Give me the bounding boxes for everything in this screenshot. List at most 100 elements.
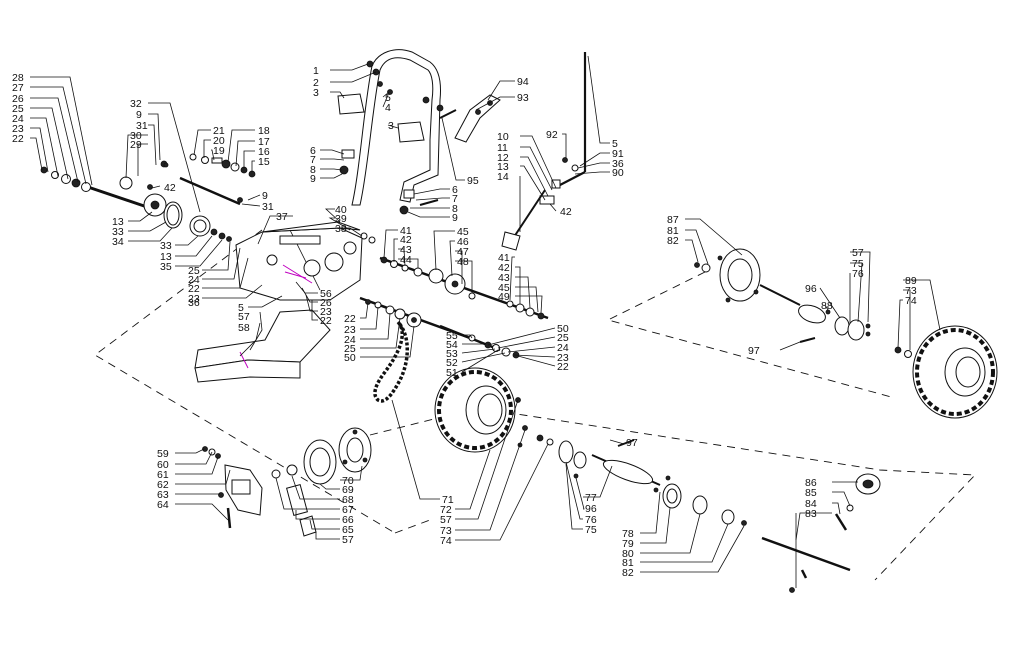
part-callout-21: 21 bbox=[213, 125, 225, 137]
part-callout-13: 13 bbox=[497, 161, 509, 173]
part-callout-4: 4 bbox=[385, 102, 391, 114]
part-callout-40: 40 bbox=[335, 204, 347, 216]
part-callout-26: 26 bbox=[320, 297, 332, 309]
part-callout-16: 16 bbox=[258, 146, 270, 158]
part-callout-42: 42 bbox=[164, 182, 176, 194]
part-callout-57: 57 bbox=[238, 311, 250, 323]
part-callout-31: 31 bbox=[262, 201, 274, 213]
part-callout-80: 80 bbox=[622, 548, 634, 560]
part-callout-3: 3 bbox=[388, 120, 394, 132]
part-callout-22: 22 bbox=[188, 283, 200, 295]
part-callout-66: 66 bbox=[342, 514, 354, 526]
part-callout-23: 23 bbox=[188, 293, 200, 305]
part-callout-13: 13 bbox=[112, 216, 124, 228]
part-callout-44: 44 bbox=[400, 254, 412, 266]
part-callout-74: 74 bbox=[440, 535, 452, 547]
part-callout-85: 85 bbox=[805, 487, 817, 499]
part-callout-82: 82 bbox=[622, 567, 634, 579]
part-callout-32: 32 bbox=[130, 98, 142, 110]
part-callout-28: 28 bbox=[12, 72, 24, 84]
part-callout-83: 83 bbox=[805, 508, 817, 520]
part-callout-2: 2 bbox=[313, 77, 319, 89]
part-callout-50: 50 bbox=[557, 323, 569, 335]
part-callout-23: 23 bbox=[12, 123, 24, 135]
right-rear-tire bbox=[912, 325, 998, 419]
part-callout-29: 29 bbox=[130, 139, 142, 151]
part-callout-82: 82 bbox=[667, 235, 679, 247]
part-callout-56: 56 bbox=[320, 288, 332, 300]
part-callout-6: 6 bbox=[310, 145, 316, 157]
part-callout-71: 71 bbox=[442, 494, 454, 506]
part-callout-86: 86 bbox=[805, 477, 817, 489]
right-rear-hub bbox=[694, 248, 912, 358]
part-callout-57: 57 bbox=[342, 534, 354, 546]
part-callout-76: 76 bbox=[585, 514, 597, 526]
part-callout-58: 58 bbox=[238, 322, 250, 334]
part-callout-72: 72 bbox=[440, 504, 452, 516]
part-callout-20: 20 bbox=[213, 135, 225, 147]
part-callout-60: 60 bbox=[157, 459, 169, 471]
part-callout-63: 63 bbox=[157, 489, 169, 501]
callout-numbers: 2827262524232232931302921201918171615421… bbox=[12, 65, 917, 579]
part-callout-9: 9 bbox=[136, 109, 142, 121]
part-callout-22: 22 bbox=[557, 361, 569, 373]
part-callout-47: 47 bbox=[457, 246, 469, 258]
part-callout-31: 31 bbox=[136, 120, 148, 132]
part-callout-24: 24 bbox=[344, 334, 356, 346]
part-callout-73: 73 bbox=[905, 285, 917, 297]
part-callout-68: 68 bbox=[342, 494, 354, 506]
part-callout-7: 7 bbox=[452, 193, 458, 205]
part-callout-90: 90 bbox=[612, 167, 624, 179]
drive-chain bbox=[373, 320, 409, 403]
part-callout-33: 33 bbox=[112, 226, 124, 238]
part-callout-18: 18 bbox=[258, 125, 270, 137]
part-callout-59: 59 bbox=[157, 448, 169, 460]
part-callout-87: 87 bbox=[667, 214, 679, 226]
part-callout-3: 3 bbox=[313, 87, 319, 99]
part-callout-10: 10 bbox=[497, 131, 509, 143]
part-callout-42: 42 bbox=[560, 206, 572, 218]
front-left-tire bbox=[434, 367, 554, 453]
part-callout-97: 97 bbox=[748, 345, 760, 357]
part-callout-70: 70 bbox=[342, 475, 354, 487]
part-callout-77: 77 bbox=[585, 492, 597, 504]
part-callout-53: 53 bbox=[446, 348, 458, 360]
part-callout-89: 89 bbox=[905, 275, 917, 287]
part-callout-25: 25 bbox=[188, 265, 200, 277]
part-callout-52: 52 bbox=[446, 357, 458, 369]
part-callout-97: 97 bbox=[626, 437, 638, 449]
part-callout-41: 41 bbox=[400, 225, 412, 237]
part-callout-64: 64 bbox=[157, 499, 169, 511]
part-callout-14: 14 bbox=[497, 171, 509, 183]
part-callout-26: 26 bbox=[12, 93, 24, 105]
part-callout-22: 22 bbox=[344, 313, 356, 325]
part-callout-27: 27 bbox=[12, 82, 24, 94]
part-callout-42: 42 bbox=[498, 262, 510, 274]
part-callout-81: 81 bbox=[667, 225, 679, 237]
part-callout-61: 61 bbox=[157, 469, 169, 481]
part-callout-5: 5 bbox=[385, 92, 391, 104]
part-callout-73: 73 bbox=[440, 525, 452, 537]
part-callout-50: 50 bbox=[344, 352, 356, 364]
part-callout-81: 81 bbox=[622, 557, 634, 569]
part-callout-55: 55 bbox=[446, 330, 458, 342]
small-hardware-top-left bbox=[163, 153, 256, 178]
part-callout-35: 35 bbox=[160, 261, 172, 273]
part-callout-94: 94 bbox=[517, 76, 529, 88]
part-callout-36: 36 bbox=[188, 297, 200, 309]
part-callout-57: 57 bbox=[852, 247, 864, 259]
bracket-94 bbox=[454, 94, 501, 143]
part-callout-30: 30 bbox=[130, 130, 142, 142]
part-callout-65: 65 bbox=[342, 524, 354, 536]
part-callout-22: 22 bbox=[12, 133, 24, 145]
left-bearing-assembly bbox=[119, 160, 241, 229]
part-callout-48: 48 bbox=[457, 256, 469, 268]
part-callout-92: 92 bbox=[546, 129, 558, 141]
part-callout-96: 96 bbox=[805, 283, 817, 295]
leader-lines bbox=[30, 55, 941, 588]
part-callout-79: 79 bbox=[622, 538, 634, 550]
rear-axle-83 bbox=[761, 473, 881, 593]
part-callout-75: 75 bbox=[585, 524, 597, 536]
bottom-chute-plate bbox=[194, 309, 331, 383]
